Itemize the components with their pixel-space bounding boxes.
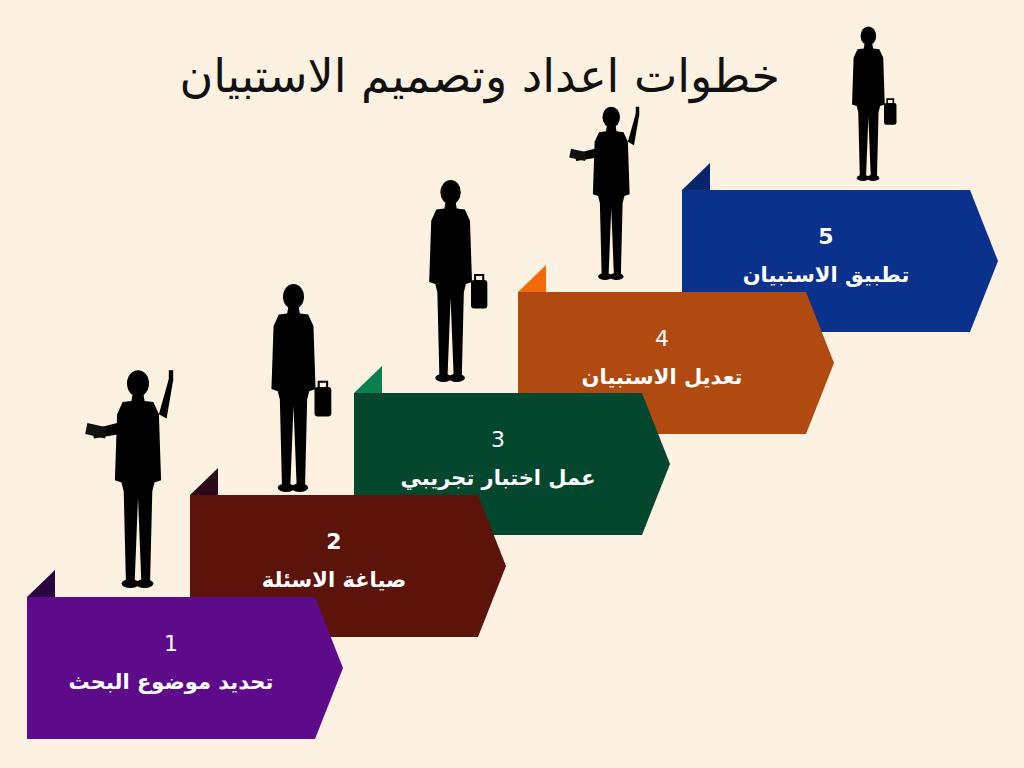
arrow-banner (518, 292, 834, 434)
folded-tab (354, 366, 382, 393)
person-silhouette (569, 107, 639, 280)
arrow-banner (682, 190, 998, 332)
step-label: تعديل الاستبيان (582, 362, 743, 392)
arrow-banner (354, 393, 670, 535)
person-silhouette (429, 180, 487, 382)
step-label: عمل اختبار تجريبي (400, 463, 595, 493)
arrow-banner (190, 495, 506, 637)
step-banner: 1 تحديد موضوع البحث (27, 597, 343, 739)
step-label: تحديد موضوع البحث (69, 667, 274, 697)
step-number: 4 (655, 324, 669, 354)
step-number: 3 (491, 425, 505, 455)
step-label: صياغة الاسئلة (262, 565, 407, 595)
person-silhouette (271, 284, 331, 492)
step-label: تطبيق الاستبيان (743, 260, 910, 290)
step-number: 5 (818, 222, 833, 252)
folded-tab (518, 265, 546, 292)
banner-shape (27, 597, 343, 739)
step-number: 2 (326, 527, 341, 557)
banner-text: 1 تحديد موضوع البحث (27, 597, 315, 739)
arrow-banner (27, 597, 343, 739)
step-number: 1 (164, 629, 178, 659)
title: خطوات اعداد وتصميم الاستبيان (179, 44, 780, 108)
person-silhouette (85, 370, 173, 588)
person-silhouette (852, 27, 896, 181)
folded-tab (190, 468, 218, 495)
folded-tab (27, 570, 55, 597)
folded-tab (682, 163, 710, 190)
